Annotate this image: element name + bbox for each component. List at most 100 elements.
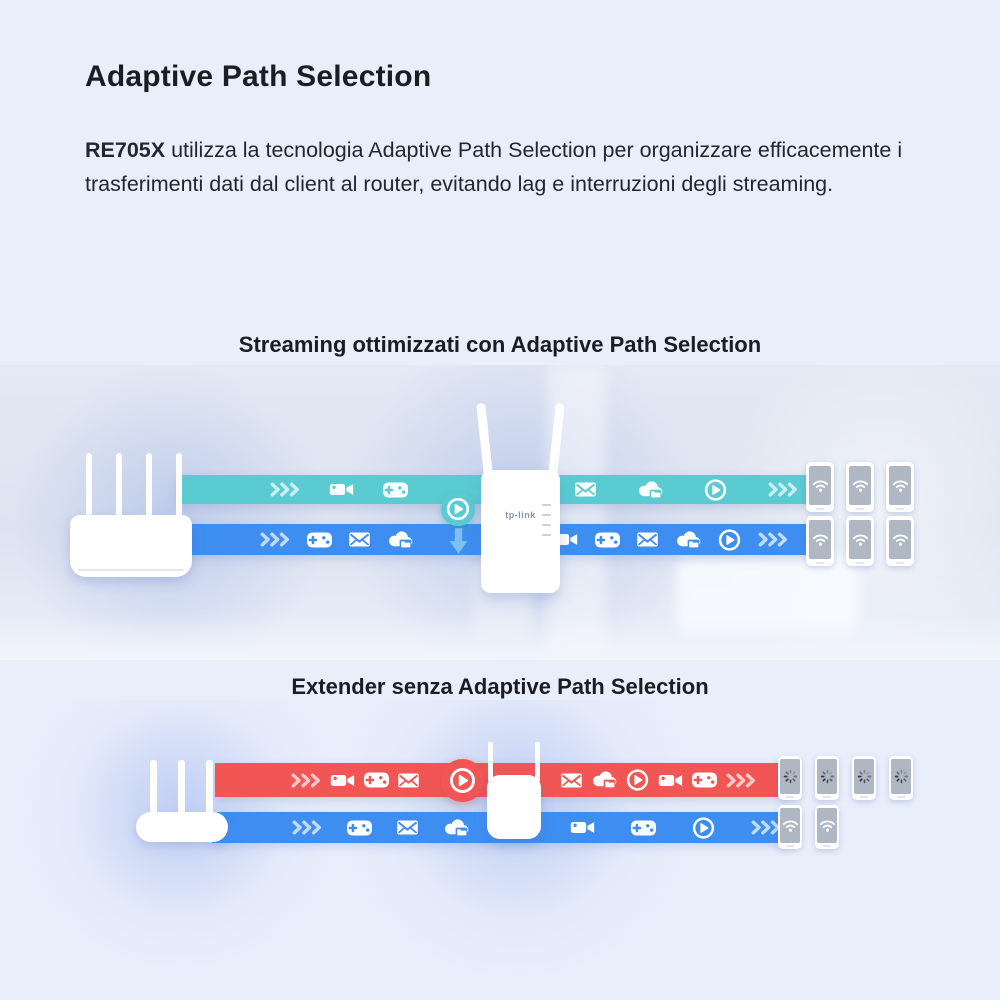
router-antenna xyxy=(176,453,182,521)
video-camera-icon xyxy=(329,483,354,497)
band-icons-right xyxy=(561,769,756,792)
arrow-down-icon xyxy=(449,528,468,555)
band-icons-right xyxy=(575,478,798,501)
play-circle-icon xyxy=(446,497,470,521)
chevrons-icon xyxy=(292,820,322,835)
band-icons-right xyxy=(553,528,788,551)
band-icons-right xyxy=(570,816,781,839)
band-icons-left xyxy=(292,819,469,836)
router-antenna xyxy=(178,760,185,816)
play-stream-badge xyxy=(441,759,484,802)
router-antenna xyxy=(150,760,157,816)
client-devices-buffering xyxy=(778,756,913,804)
phone-screen xyxy=(849,466,871,505)
phone-row xyxy=(806,462,914,512)
client-phone xyxy=(886,462,914,512)
video-camera-icon xyxy=(570,821,595,835)
router-body xyxy=(136,812,228,842)
wifi-icon xyxy=(852,533,869,546)
phone-row xyxy=(778,756,913,800)
reroute-arrow xyxy=(449,528,468,555)
mail-icon xyxy=(575,482,596,497)
tp-link-logo: tp-link xyxy=(505,510,536,520)
wifi-router-device xyxy=(70,453,194,583)
client-phone xyxy=(846,462,874,512)
wifi-router-device xyxy=(136,760,228,844)
gamepad-icon xyxy=(307,532,332,547)
phone-screen xyxy=(889,520,911,559)
range-extender-device: tp-link xyxy=(476,402,565,593)
phone-screen xyxy=(780,759,800,794)
client-phone xyxy=(806,462,834,512)
router-antenna xyxy=(86,453,92,521)
band-icons-left xyxy=(291,772,419,788)
background-blur-shape xyxy=(0,614,1000,660)
mail-icon xyxy=(561,773,582,787)
wifi-icon xyxy=(782,819,799,832)
cloud-transfer-icon xyxy=(443,819,469,836)
phone-screen xyxy=(889,466,911,505)
extender-body xyxy=(487,775,541,839)
product-name: RE705X xyxy=(85,138,166,162)
stuck-stream-indicator xyxy=(441,759,484,802)
gamepad-icon xyxy=(364,772,389,788)
phone-screen xyxy=(809,466,831,505)
mail-icon xyxy=(349,532,370,547)
phone-screen xyxy=(780,808,800,843)
chevrons-icon xyxy=(768,482,798,497)
gamepad-icon xyxy=(595,532,620,547)
play-stream-badge xyxy=(441,492,475,526)
client-phone xyxy=(806,516,834,566)
chevrons-icon xyxy=(260,532,290,547)
gamepad-icon xyxy=(631,820,656,835)
phone-screen xyxy=(891,759,911,794)
play-circle-icon xyxy=(449,767,476,794)
heading-optimized-diagram: Streaming ottimizzati con Adaptive Path … xyxy=(238,332,762,357)
rerouted-stream-indicator xyxy=(440,492,476,555)
cloud-transfer-icon xyxy=(591,771,617,789)
spinner-icon xyxy=(857,769,872,784)
extender-antenna xyxy=(535,742,540,782)
router-antenna xyxy=(206,760,213,816)
client-phone xyxy=(815,805,839,849)
intro-paragraph: RE705X utilizza la tecnologia Adaptive P… xyxy=(85,133,970,201)
heading-legacy-diagram: Extender senza Adaptive Path Selection xyxy=(291,674,709,699)
client-phone xyxy=(815,756,839,800)
router-antenna xyxy=(116,453,122,521)
gamepad-icon xyxy=(692,772,717,788)
phone-screen xyxy=(817,759,837,794)
client-devices-connected xyxy=(778,805,839,853)
gamepad-icon xyxy=(383,482,408,497)
video-camera-icon xyxy=(658,773,683,787)
phone-screen xyxy=(854,759,874,794)
range-extender-device xyxy=(487,742,541,839)
client-phone xyxy=(889,756,913,800)
intro-text: utilizza la tecnologia Adaptive Path Sel… xyxy=(85,138,903,196)
video-camera-icon xyxy=(330,773,355,787)
play-circle-icon xyxy=(718,528,741,551)
phone-row xyxy=(806,516,914,566)
wifi-icon xyxy=(819,819,836,832)
play-circle-icon xyxy=(704,478,727,501)
client-phone xyxy=(846,516,874,566)
client-phone xyxy=(886,516,914,566)
client-phone xyxy=(778,756,802,800)
router-antenna xyxy=(146,453,152,521)
diagram-without-aps xyxy=(0,700,1000,1000)
client-phone xyxy=(852,756,876,800)
mail-icon xyxy=(397,820,418,835)
phone-screen xyxy=(809,520,831,559)
play-circle-icon xyxy=(626,769,649,792)
spinner-icon xyxy=(820,769,835,784)
chevrons-icon xyxy=(758,532,788,547)
wifi-icon xyxy=(812,533,829,546)
extender-leds xyxy=(542,504,551,536)
band-icons-left xyxy=(260,531,413,548)
chevrons-icon xyxy=(726,773,756,787)
mail-icon xyxy=(637,532,658,547)
spinner-icon xyxy=(894,769,909,784)
phone-row xyxy=(778,805,839,849)
cloud-transfer-icon xyxy=(675,531,701,548)
cloud-transfer-icon xyxy=(637,481,663,498)
wifi-icon xyxy=(812,479,829,492)
